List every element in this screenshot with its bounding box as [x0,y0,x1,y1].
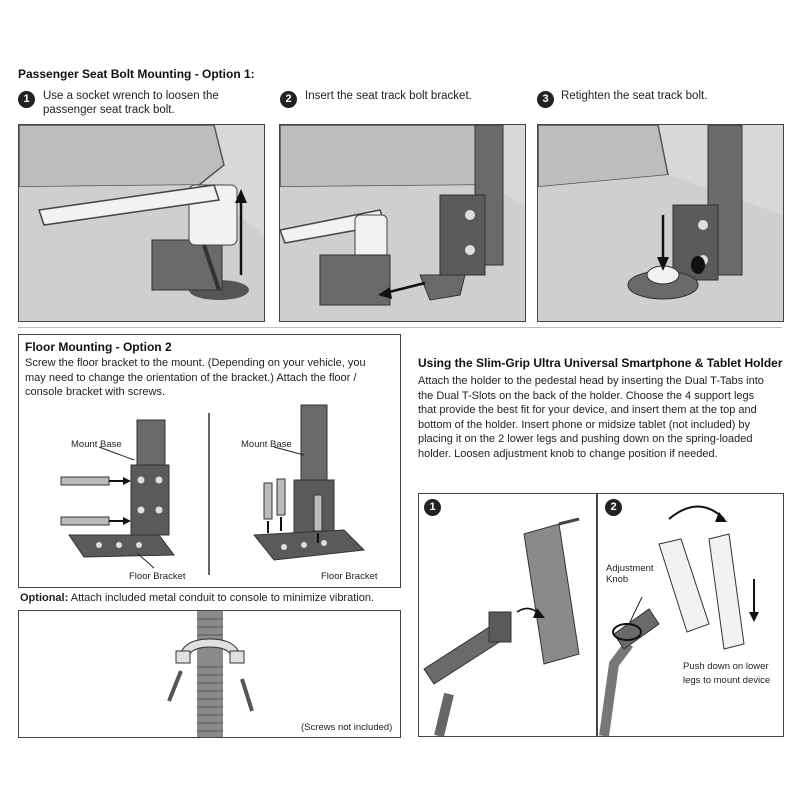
section3-line6: holder. Loosen adjustment knob to change… [418,447,718,460]
floor-bracket-label-left: Floor Bracket [129,571,186,582]
adjustment-knob-line2: Knob [606,574,629,585]
mount-base-label-right: Mount Base [241,439,292,450]
step1-text-line2: passenger seat track bolt. [43,104,175,116]
step3-number: 3 [537,91,554,108]
section-divider [18,327,782,328]
section3-line2: the Dual T-Slots on the back of the hold… [418,389,755,402]
push-down-label: Push down on lower legs to mount device [683,660,770,688]
step2-text: Insert the seat track bolt bracket. [305,90,472,102]
section2-title: Floor Mounting - Option 2 [25,340,172,354]
step1-number: 1 [18,91,35,108]
screws-note: (Screws not included) [301,722,393,733]
step1-text-line1: Use a socket wrench to loosen the [43,90,219,102]
section2-line1: Screw the floor bracket to the mount. (D… [25,357,366,369]
section3-line5: placing it on the 2 lower legs and pushi… [418,433,753,445]
section3-line4: bottom of the holder. Insert phone or mi… [418,418,751,431]
floor-mounting-panel: Floor Mounting - Option 2 Screw the floo… [18,334,401,588]
conduit-illustration [167,611,254,737]
floor-bracket-label-right: Floor Bracket [321,571,378,582]
step1-text: Use a socket wrench to loosen the passen… [43,89,263,117]
section3-line1: Attach the holder to the pedestal head b… [418,375,764,387]
adjustment-knob-line1: Adjustment [606,563,654,574]
holder-step2-number: 2 [605,499,622,516]
push-down-line2: legs to mount device [683,675,771,686]
push-down-line1: Push down on lower [683,661,769,672]
step2-number: 2 [280,91,297,108]
holder-illustration [423,505,759,736]
section1-title: Passenger Seat Bolt Mounting - Option 1: [18,67,255,81]
step1-illustration [18,124,265,322]
section2-instructions: Screw the floor bracket to the mount. (D… [25,356,397,400]
holder-step1-number: 1 [424,499,441,516]
step2-illustration [279,124,526,322]
holder-panel-divider [596,494,598,736]
section2-line3: console bracket with screws. [25,386,165,398]
optional-text: Attach included metal conduit to console… [70,592,375,604]
section3-line3: that provide the best fit for your devic… [418,404,757,416]
section3-title: Using the Slim-Grip Ultra Universal Smar… [418,356,783,370]
holder-panel: 1 2 Adjustment Knob Push down on lower l… [418,493,784,737]
step3-text: Retighten the seat track bolt. [561,90,708,102]
optional-label: Optional: [20,592,69,604]
adjustment-knob-label: Adjustment Knob [606,563,654,585]
section3-instructions: Attach the holder to the pedestal head b… [418,374,783,461]
step3-illustration [537,124,784,322]
optional-panel: (Screws not included) [18,610,401,738]
mount-base-label-left: Mount Base [71,439,122,450]
floor-bracket-illustration [60,404,366,575]
section2-line2: may need to change the orientation of th… [25,371,357,384]
optional-note: Optional: Attach included metal conduit … [20,592,374,604]
